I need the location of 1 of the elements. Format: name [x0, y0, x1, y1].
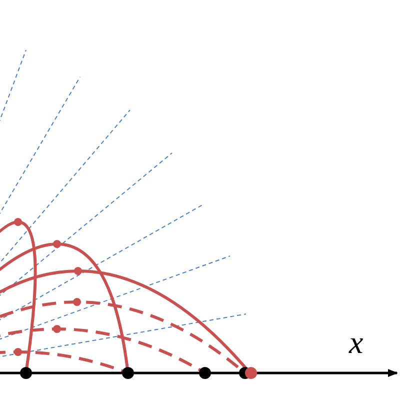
axis-label: x: [349, 326, 364, 358]
